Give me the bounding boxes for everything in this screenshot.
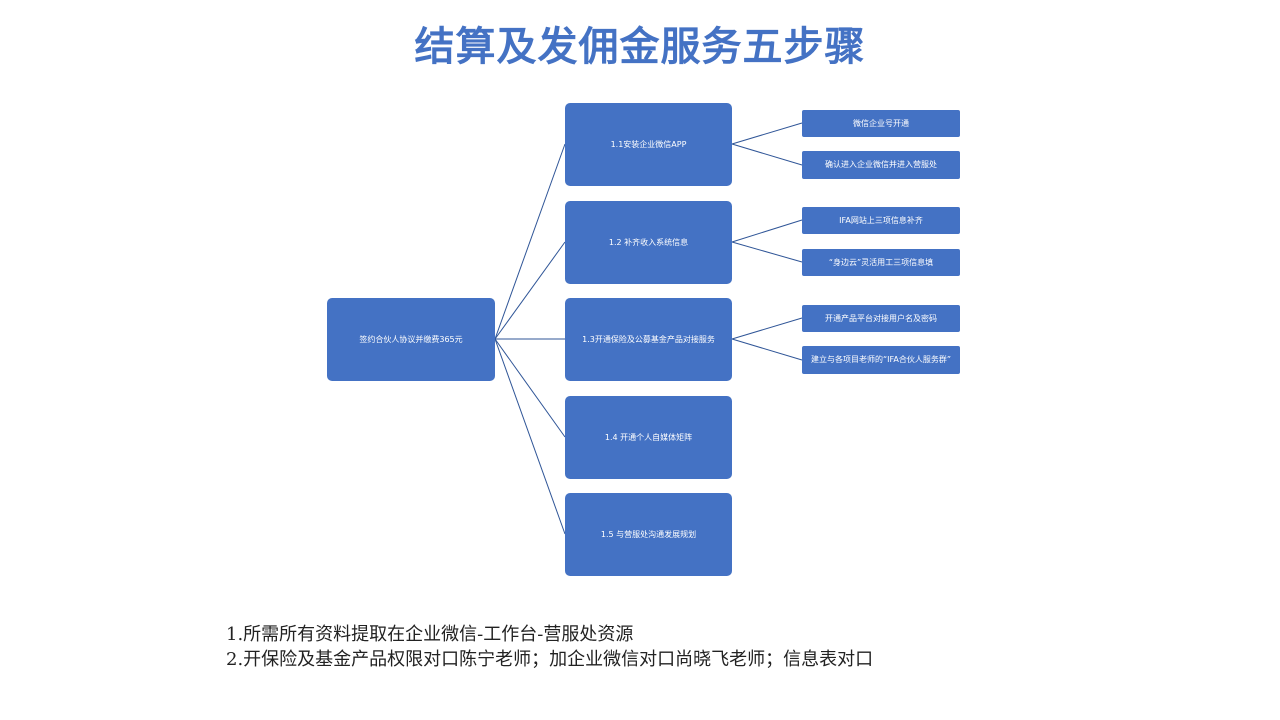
connector-root-step-2 [494,241,566,340]
substep-node-5: 开通产品平台对接用户名及密码 [802,305,960,332]
step-node-1-5: 1.5 与营服处沟通发展规划 [565,493,732,576]
substep-node-label: IFA网站上三项信息补齐 [839,215,923,225]
connector-step3-sub5 [731,317,803,340]
substep-node-label: 建立与各项目老师的“IFA合伙人服务群” [811,355,951,364]
substep-node-4: “身边云”灵活用工三项信息填 [802,249,960,276]
connector-root-step-4 [494,338,566,438]
step-node-label: 1.3开通保险及公募基金产品对接服务 [582,334,715,344]
substep-node-label: 微信企业号开通 [853,118,909,128]
step-node-1-2: 1.2 补齐收入系统信息 [565,201,732,284]
connector-step1-sub2 [731,143,803,166]
substep-node-label: “身边云”灵活用工三项信息填 [828,257,934,267]
step-node-1-4: 1.4 开通个人自媒体矩阵 [565,396,732,479]
connector-step3-sub6 [731,338,803,361]
step-node-label: 1.2 补齐收入系统信息 [608,237,689,247]
step-node-1-1: 1.1安装企业微信APP [565,103,732,186]
step-node-label: 1.1安装企业微信APP [610,139,687,149]
note-line-2: 2.开保险及基金产品权限对口陈宁老师；加企业微信对口尚晓飞老师；信息表对口 [226,649,874,670]
step-node-label: 1.5 与营服处沟通发展规划 [600,529,697,539]
substep-node-1: 微信企业号开通 [802,110,960,137]
root-node-label: 签约合伙人协议并缴费365元 [359,334,463,344]
connector-step2-sub4 [731,241,803,263]
substep-node-2: 确认进入企业微信并进入营服处 [802,151,960,179]
substep-node-3: IFA网站上三项信息补齐 [802,207,960,234]
root-node: 签约合伙人协议并缴费365元 [327,298,495,381]
connector-step2-sub3 [731,219,803,243]
step-node-1-3: 1.3开通保险及公募基金产品对接服务 [565,298,732,381]
connector-step1-sub1 [731,122,803,145]
page-title: 结算及发佣金服务五步骤 [414,24,866,70]
note-line-1: 1.所需所有资料提取在企业微信-工作台-营服处资源 [226,624,634,645]
step-node-label: 1.4 开通个人自媒体矩阵 [604,432,693,442]
connector-root-step-5 [494,338,566,535]
substep-node-6: 建立与各项目老师的“IFA合伙人服务群” [802,346,960,374]
connector-root-step-1 [494,143,566,340]
notes-block: 1.所需所有资料提取在企业微信-工作台-营服处资源 2.开保险及基金产品权限对口… [226,622,873,672]
substep-node-label: 确认进入企业微信并进入营服处 [825,160,937,169]
substep-node-label: 开通产品平台对接用户名及密码 [825,313,937,323]
